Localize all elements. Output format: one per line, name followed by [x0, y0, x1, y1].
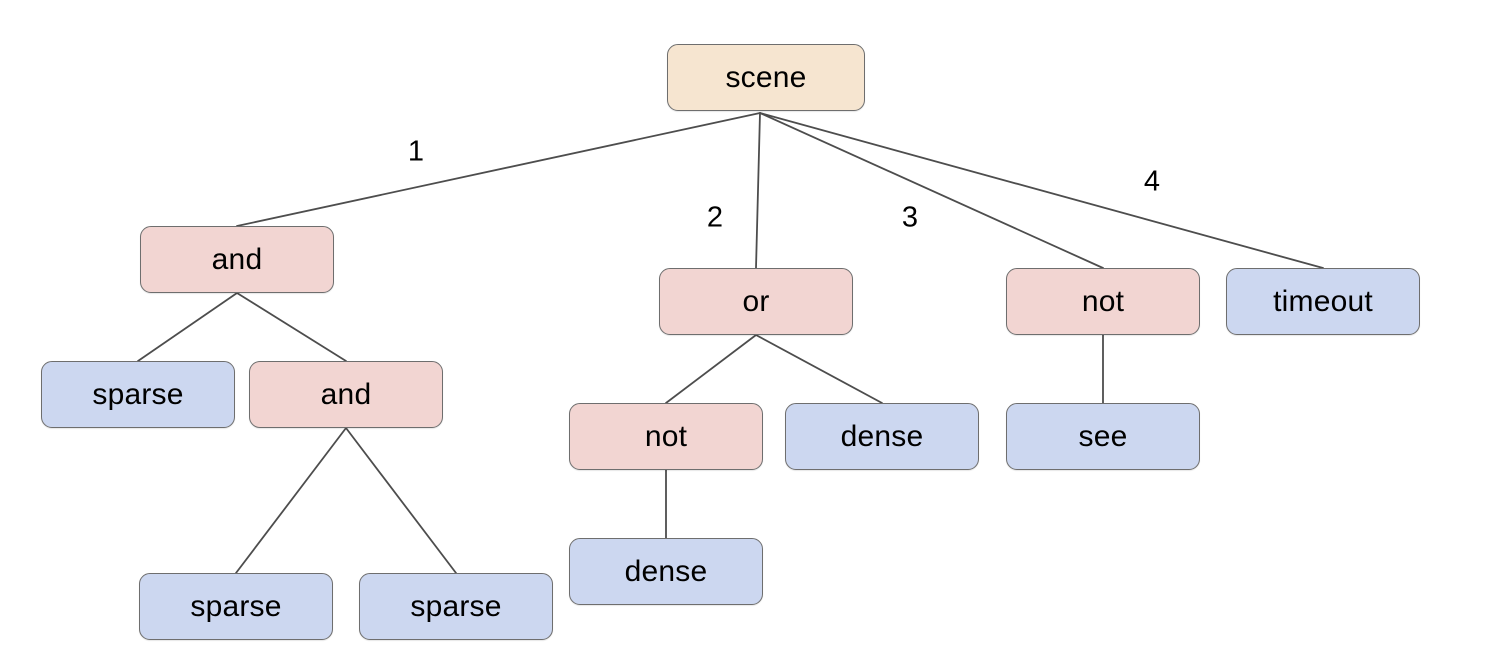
tree-node-label: see [1078, 419, 1128, 453]
tree-edge [755, 334, 883, 404]
tree-node-label: and [320, 377, 372, 411]
tree-edge [345, 427, 457, 574]
tree-node-sparse1[interactable]: sparse [41, 361, 235, 428]
tree-node-label: sparse [410, 589, 502, 623]
tree-node-label: sparse [190, 589, 282, 623]
tree-edge [759, 112, 1104, 269]
tree-node-label: not [644, 419, 688, 453]
tree-node-label: sparse [92, 377, 184, 411]
tree-node-sparse2[interactable]: sparse [139, 573, 333, 640]
edge-label-4: 4 [1143, 165, 1161, 198]
tree-node-not_mid[interactable]: not [569, 403, 763, 470]
edge-label-3: 3 [901, 201, 919, 234]
tree-node-dense_mid[interactable]: dense [785, 403, 979, 470]
tree-edge [665, 334, 757, 404]
tree-node-label: not [1081, 284, 1125, 318]
tree-node-label: dense [840, 419, 924, 453]
tree-node-sparse3[interactable]: sparse [359, 573, 553, 640]
tree-node-label: scene [725, 60, 807, 94]
tree-edge [755, 112, 761, 269]
tree-edge [235, 427, 347, 574]
tree-node-label: timeout [1273, 284, 1373, 318]
tree-edge [137, 292, 238, 362]
tree-node-or1[interactable]: or [659, 268, 853, 335]
tree-edge [759, 112, 1324, 269]
edge-label-1: 1 [407, 135, 425, 168]
tree-node-not_right[interactable]: not [1006, 268, 1200, 335]
tree-node-and1[interactable]: and [140, 226, 334, 293]
tree-node-label: or [742, 284, 770, 318]
tree-node-and2[interactable]: and [249, 361, 443, 428]
tree-node-see[interactable]: see [1006, 403, 1200, 470]
tree-node-label: and [211, 242, 263, 276]
tree-node-scene[interactable]: scene [667, 44, 865, 111]
edge-label-2: 2 [706, 201, 724, 234]
tree-node-label: dense [624, 554, 708, 588]
tree-edge [236, 112, 761, 227]
tree-node-timeout[interactable]: timeout [1226, 268, 1420, 335]
tree-edge [236, 292, 347, 362]
tree-node-dense_low[interactable]: dense [569, 538, 763, 605]
